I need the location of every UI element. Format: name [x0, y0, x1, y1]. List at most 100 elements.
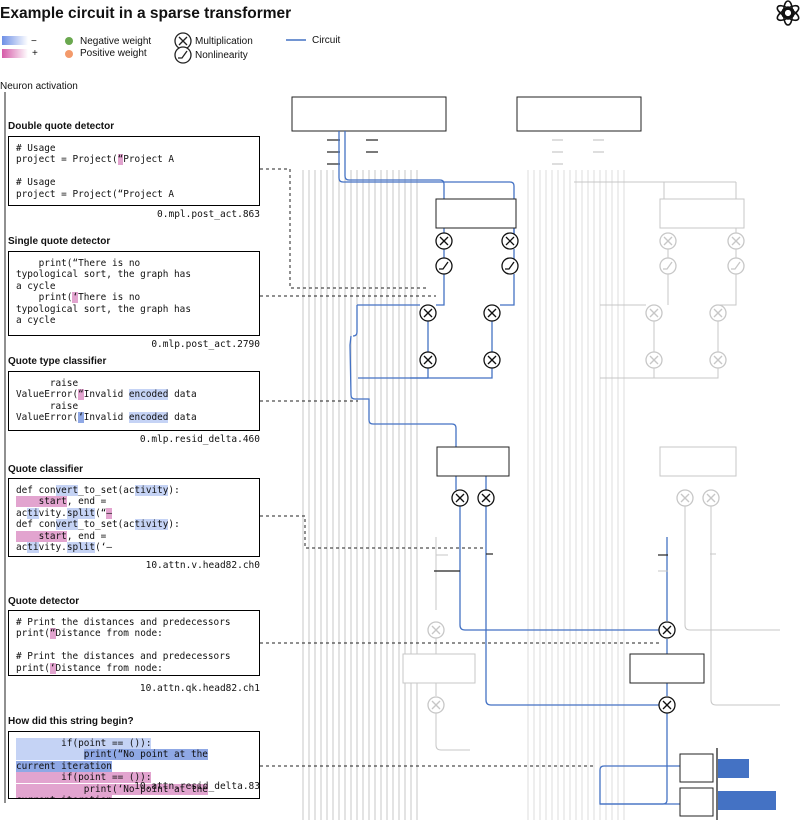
code-token: encoded	[128, 412, 169, 424]
input-token-box	[516, 96, 642, 132]
panel-code-box: raise ValueError(“Invalid encoded data r…	[8, 371, 260, 431]
code-token: raise	[16, 378, 79, 389]
circuit-wire	[459, 506, 659, 631]
nonlinearity-curve	[663, 261, 673, 270]
code-token: def con	[16, 519, 56, 531]
legend-positive-dot	[65, 50, 73, 58]
softmax-box	[629, 653, 705, 684]
legend-nonlinearity-icon	[174, 46, 192, 64]
code-token: typological sort, the graph has	[16, 269, 191, 281]
panel-caption: 0.mlp.resid_delta.460	[139, 434, 260, 445]
circuit-wire	[684, 506, 780, 631]
multiply-cross	[662, 625, 672, 635]
code-token	[16, 738, 62, 749]
code-token: if(point == ()):	[61, 738, 152, 749]
panel-connector	[260, 515, 486, 549]
rmsnorm-box	[659, 446, 737, 477]
rmsnorm-box	[435, 198, 517, 229]
code-token: tivity	[134, 485, 169, 496]
circuit-wire	[600, 368, 655, 379]
circuit-wire	[410, 368, 493, 379]
circuit-wire	[338, 131, 515, 241]
code-token: Invalid	[83, 412, 129, 424]
circuit-wire	[654, 368, 719, 379]
multiply-cross	[178, 36, 188, 46]
code-token: ValueError(	[16, 389, 79, 401]
circuit-wire	[500, 274, 515, 306]
code-token: print(“No point at the	[83, 749, 208, 761]
multiply-cross	[680, 493, 690, 503]
multiply-cross	[423, 355, 433, 365]
panel-connector	[289, 169, 428, 289]
code-token: # Print the distances and predecessors	[16, 617, 231, 628]
legend-multiplication: Multiplication	[195, 36, 253, 47]
circuit-wire	[352, 305, 358, 337]
panel-code-box: def convert_to_set(activity): start, end…	[8, 478, 260, 557]
code-token: ):	[168, 519, 180, 531]
multiply-cross	[505, 236, 515, 246]
code-token: print(	[16, 662, 50, 674]
code-token	[16, 496, 39, 508]
code-token: project = Project(“Project A	[16, 188, 175, 200]
legend-minus: −	[31, 36, 37, 47]
code-token: Project A	[123, 154, 175, 166]
code-token: _to_set(ac	[78, 485, 135, 496]
panel-code: # Usage project = Project(“Project A # U…	[16, 143, 174, 200]
multiply-cross	[423, 308, 433, 318]
code-token: print(	[16, 292, 73, 304]
logo-petal	[776, 7, 795, 22]
panel-caption: 10.attn.qk.head82.ch1	[139, 683, 260, 694]
circuit-wire	[344, 131, 445, 199]
code-token: a cycle	[16, 280, 56, 292]
code-token: _to_set(ac	[78, 519, 135, 531]
code-token: project = Project(	[16, 154, 118, 166]
code-token: data	[168, 412, 197, 424]
softmax-box	[402, 653, 476, 684]
code-token: current iteration	[16, 760, 112, 772]
legend-negative-dot	[65, 37, 73, 45]
code-token: vity.	[38, 542, 67, 554]
panel-code-box: # Usage project = Project(“Project A # U…	[8, 136, 260, 206]
neuron-activation-label: Neuron activation	[0, 81, 78, 92]
circuit-wire	[710, 506, 780, 706]
code-token: print(“There is no	[16, 258, 141, 269]
multiply-cross	[706, 493, 716, 503]
multiply-cross	[481, 493, 491, 503]
code-token: vity.	[38, 507, 67, 519]
code-token: print(	[16, 628, 50, 640]
panel-code: def convert_to_set(activity): start, end…	[16, 485, 180, 554]
circuit-wire	[436, 274, 445, 306]
panel-heading: Quote type classifier	[8, 356, 107, 367]
legend-negative-swatch	[2, 36, 28, 45]
code-token: Distance from node:	[55, 628, 163, 640]
code-token: ‘	[72, 292, 79, 304]
panel-code: raise ValueError(“Invalid encoded data r…	[16, 378, 197, 424]
logo-petal	[776, 4, 795, 19]
legend-positive-swatch	[2, 49, 28, 58]
nonlinearity-curve	[439, 261, 449, 270]
code-token	[16, 772, 62, 784]
code-token: if(point == ()):	[61, 772, 152, 784]
code-token: start	[38, 530, 67, 542]
code-token: ti	[27, 542, 39, 554]
nonlinearity-curve	[505, 261, 515, 270]
code-token: , end =	[66, 496, 107, 508]
output-prob-bar	[718, 791, 776, 810]
multiply-cross	[662, 700, 672, 710]
multiply-cross	[663, 236, 673, 246]
panel-heading: Quote detector	[8, 596, 80, 607]
panel-code-box: if(point == ()): print(“No point at the …	[8, 731, 260, 799]
output-prob-bar	[718, 759, 749, 778]
nonlinearity-icon	[727, 257, 745, 275]
multiply-cross	[649, 308, 659, 318]
multiply-cross	[713, 355, 723, 365]
code-token: –	[106, 507, 113, 519]
multiply-cross	[431, 625, 441, 635]
code-token: (‘–	[95, 542, 112, 554]
input-token-box	[291, 96, 447, 132]
panel-code-box: # Print the distances and predecessors p…	[8, 610, 260, 676]
code-token: iteration	[61, 795, 112, 798]
multiply-cross	[713, 308, 723, 318]
panel-code: print(“There is no typological sort, the…	[16, 258, 191, 326]
